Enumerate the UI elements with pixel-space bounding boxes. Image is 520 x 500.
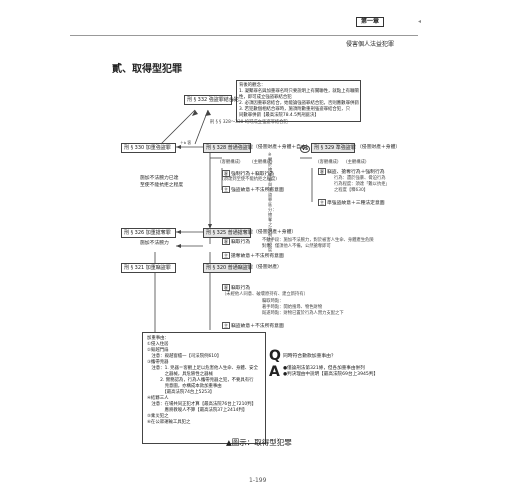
article-329-subtitle: （侵害財產＋身體）: [357, 145, 401, 150]
factor-line: ④結夥三人: [147, 396, 169, 401]
r329-line: 行為程度：須達「難以抗拒」: [334, 182, 390, 187]
article-320-box: 刑 § 320 普通竊盜罪: [203, 263, 253, 273]
subjective-element-label: (主觀構成): [252, 160, 273, 165]
article-321-box: 刑 § 321 加重竊盜罪: [121, 263, 176, 273]
r325-line: 主搶奪故意＋不法所有意圖: [222, 252, 284, 259]
r329-line: 主準強盜故意＋三種法定意圖: [318, 199, 385, 206]
subjective-element-label: (主觀構成): [346, 160, 367, 165]
r320-line: （未經他人同意、破壞原持有、建立新持有）: [222, 292, 308, 297]
answer-text: ●僅論刑法第321條，但各加重事由併列 ●判決理由中說明【最高法院69台上394…: [283, 366, 378, 378]
explanation-line: 1. 凝聚罪名與加重罪名時只要說明上有關聯性，就點上有聯關: [239, 89, 359, 94]
r329-line: 之程度【釋630】: [334, 188, 368, 193]
note-330-combination: 刑 § § 328～330 均可成立強盜罪結合犯: [210, 120, 288, 125]
explanation-title: 背後的觀念：: [239, 83, 266, 88]
factor-line: 注意：1. 兇器＝客觀上足以危害他人生命、身體、安全: [147, 366, 258, 371]
answer-letter: A: [269, 364, 280, 380]
chapter-subtitle: 侵害個人法益犯罪: [346, 41, 395, 48]
factor-line: 兇意圖，亦構成本款加重事由: [147, 384, 222, 389]
factor-line: ③攜帶兇器: [147, 360, 169, 365]
factor-line: 注意：毀越窗櫺一【司法院例610】: [147, 354, 222, 359]
factor-line: 2. 實務認為，行為人攜帶兇器之犯，不要具有行: [147, 378, 254, 383]
article-330-box: 刑 § 330 加重強盜罪: [121, 143, 176, 153]
chapter-marker: ◂: [418, 18, 422, 25]
left-note-force-2: 施加不法腕力: [140, 241, 169, 246]
article-329-box: 刑 § 329 準強盜罪: [311, 143, 356, 153]
explanation-line: 3. 若犯數個相結合罪時，施須附數重刑強盜罪結合犯，只: [239, 107, 350, 112]
factor-line: 【最高法院74台上5253】: [147, 390, 215, 395]
explanation-line: 同數罪併罰【最高法院78.4.5判刑庭決】: [239, 113, 319, 118]
r328-line: 主強盜故意＋不法所有意圖: [222, 186, 284, 193]
factor-line: 加重事由：: [147, 336, 169, 341]
r328-line: 客強制行為＋竊取行為: [222, 170, 275, 177]
article-332-box: 刑 § 332 強盜罪結合犯: [184, 95, 239, 105]
vs-badge: VS: [300, 145, 310, 153]
section-title: 貳、取得型犯罪: [112, 64, 182, 75]
answer-line: ●判決理由中說明【最高法院69台上3945判】: [283, 372, 379, 377]
objective-element-label: (客觀構成): [318, 160, 339, 165]
answer-line: ●僅論刑法第321條，但各加重事由併列: [283, 366, 365, 371]
explanation-box: 背後的觀念： 1. 凝聚罪名與加重罪名時只要說明上有關聯性，就點上有聯關 性，即…: [236, 80, 361, 122]
factor-line: 應將教唆人不算【最高法院37上2414判】: [147, 408, 248, 413]
r325-side: 對象：僅須他人不備，公然搶奪即可: [262, 244, 331, 249]
factor-line: ②毀越門扇: [147, 348, 169, 353]
factor-line: 之器械，具危險性之器械: [147, 372, 213, 377]
factor-line: ⑤乘災犯之: [147, 414, 169, 419]
explanation-line: 2. 必須因重罪惡結合，始能論強盜罪結合犯，否則應數罪併罰: [239, 101, 359, 106]
aggravating-factors-box: 加重事由： ①侵入住居 ②毀越門扇 注意：毀越窗櫺一【司法院例610】 ③攜帶兇…: [142, 332, 266, 444]
question-letter: Q: [269, 348, 281, 364]
article-328-subtitle: （侵害財產＋身體＋自由）: [253, 145, 311, 150]
factor-line: ①侵入住居: [147, 342, 169, 347]
r320-line: 客竊取行為: [222, 284, 251, 291]
question-text: 同時符合數款加重事由？: [283, 354, 336, 359]
r328-line: (須達到至使不能抗拒之程度): [222, 177, 277, 182]
explanation-line: 性，即可成立強盜罪結合犯: [239, 95, 292, 100]
header-divider: [70, 35, 418, 36]
r320-side: 竊取時點：: [262, 299, 284, 304]
plus-object-label: ＋b 客: [180, 140, 192, 145]
left-note-force: 至使不能抗拒之程度: [140, 183, 184, 188]
force-distinction-note: ※ 關於搶奪罪與強盜罪區分：搶奪之強制力程度: [268, 152, 277, 252]
objective-element-label: (客觀構成): [220, 160, 241, 165]
page-number: 1-199: [249, 477, 267, 484]
r329-line: 客竊盜、搶奪行為＋強制行為: [318, 168, 385, 175]
left-note-force: 施加不法腕力已達: [140, 176, 179, 181]
r320-side: 既遂時點：財物已置於行為人實力支配之下: [262, 311, 344, 316]
r320-side: 著手時點：開始搜尋、物色財物: [262, 305, 323, 310]
figure-caption: ▲圖示：取得型犯罪: [226, 438, 292, 447]
article-328-box: 刑 § 328 普通強盜罪: [203, 143, 253, 153]
article-325-box: 刑 § 325 普通搶奪罪: [203, 228, 253, 238]
r325-line: 客竊取行為: [222, 238, 251, 245]
r329-line: 行為：還於強暴、脅迫行為: [334, 176, 386, 181]
factor-line: 注意：在場共同正犯才算【最高法院76台上7210判】: [147, 402, 256, 407]
factor-line: ⑥在公眾運輸工具犯之: [147, 420, 191, 425]
chapter-label: 第一章: [356, 17, 385, 27]
article-325-subtitle: （侵害財產＋身體）: [253, 230, 297, 235]
r320-line: 主竊盜故意＋不法所有意圖: [222, 322, 284, 329]
r325-side: 不動手段：施加不法腕力，對於被害人生命、身體產生危險: [262, 238, 374, 243]
article-326-box: 刑 § 326 加重搶奪罪: [121, 228, 176, 238]
article-320-subtitle: （侵害財產）: [253, 265, 282, 270]
